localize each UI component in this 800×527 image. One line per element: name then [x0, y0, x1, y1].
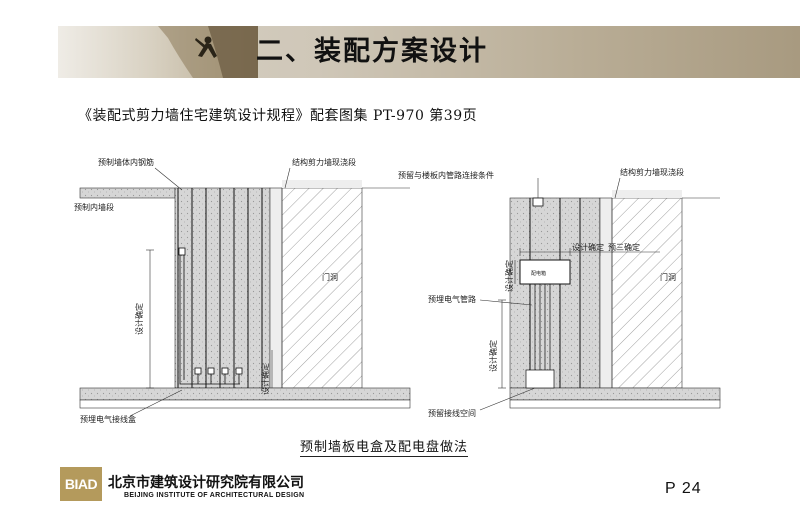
right-label-panel-box: 配电箱	[531, 270, 546, 277]
subtitle: 《装配式剪力墙住宅建筑设计规程》配套图集 PT-970 第39页	[78, 108, 478, 124]
technical-drawings: 设计确定 设计确定 预制墙体内钢筋 结构剪力墙现浇段 预制内墙段 门洞 预埋电气…	[74, 157, 721, 424]
left-figure: 设计确定 设计确定 预制墙体内钢筋 结构剪力墙现浇段 预制内墙段 门洞 预埋电气…	[74, 157, 411, 424]
right-label-conduit: 预埋电气管路	[428, 294, 476, 304]
right-label-wiring-space: 预留接线空间	[428, 408, 476, 418]
right-label-design-vertical: 设计确定	[488, 340, 498, 372]
right-label-door-opening: 门洞	[660, 272, 676, 282]
header-climber-image	[58, 26, 258, 78]
company-name-en: BEIJING INSTITUTE OF ARCHITECTURAL DESIG…	[124, 492, 305, 499]
left-label-design-vertical: 设计确定	[260, 363, 270, 395]
left-label-precast-rebar: 预制墙体内钢筋	[98, 157, 154, 167]
right-label-width-fixed: 预三确定	[608, 242, 640, 252]
right-label-design-height: 设计确定	[504, 260, 514, 292]
page-number: P 24	[665, 480, 702, 497]
biad-logo: BIAD	[60, 467, 102, 501]
right-label-design-width: 设计确定	[572, 242, 604, 252]
left-label-structural-wall: 结构剪力墙现浇段	[292, 157, 356, 167]
figure-caption: 预制墙板电盒及配电盘做法	[300, 436, 469, 457]
company-name-cn: 北京市建筑设计研究院有限公司	[108, 475, 304, 491]
left-label-design-height: 设计确定	[134, 303, 144, 335]
left-label-door-opening: 门洞	[322, 272, 338, 282]
header-band: 二、装配方案设计	[58, 26, 800, 78]
left-label-precast-inner-wall: 预制内墙段	[74, 202, 114, 212]
left-label-junction-box: 预埋电气接线盒	[80, 414, 136, 424]
right-label-structural-wall: 结构剪力墙现浇段	[620, 167, 684, 177]
page-title: 二、装配方案设计	[256, 36, 488, 67]
right-label-conduit-connector: 预留与楼板内管路连接条件	[398, 170, 494, 180]
right-figure: 配电箱 设计确定 预三确定 设计确定 设计确定 预留与楼板内管路连接条件 结构剪…	[398, 167, 721, 418]
